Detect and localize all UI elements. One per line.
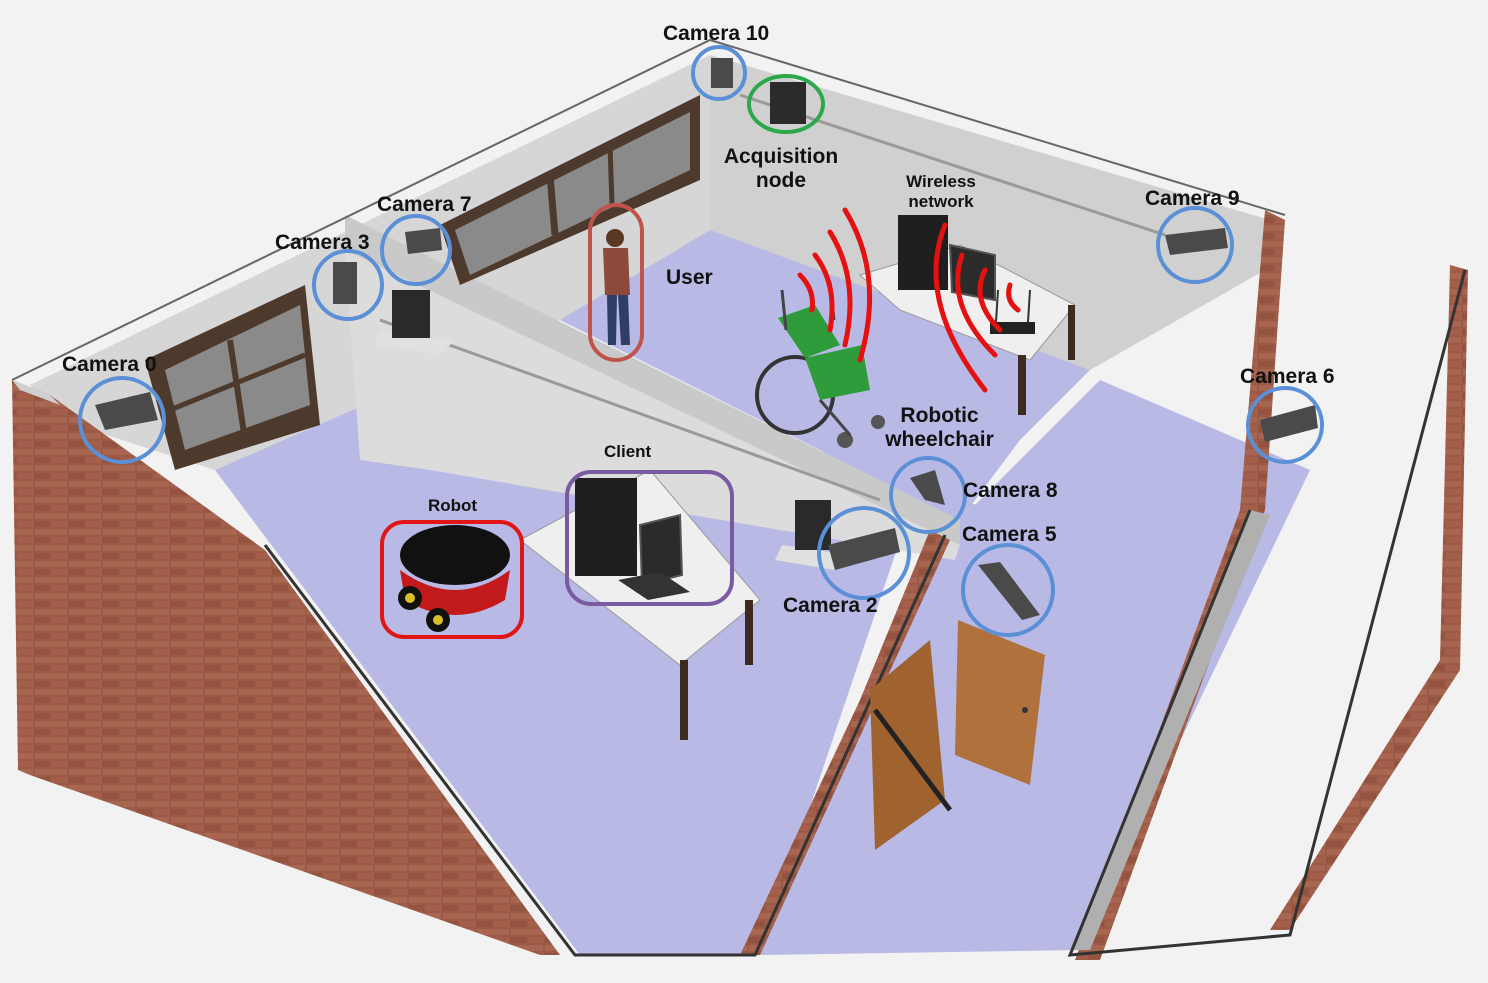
brick-wall-right xyxy=(1075,210,1285,960)
camera-0-ring xyxy=(78,376,166,464)
partition-wall xyxy=(345,215,960,545)
door-closed xyxy=(955,620,1045,785)
brick-wall-far-right xyxy=(1270,265,1468,930)
camera-9-ring xyxy=(1156,206,1234,284)
windows-back xyxy=(440,95,700,285)
wall-edge-right xyxy=(1067,269,1467,957)
camera-3-ring xyxy=(312,249,384,321)
user-figure xyxy=(603,229,630,345)
brick-wall-left-top xyxy=(12,380,60,405)
acquisition-node-ring xyxy=(747,74,825,134)
shelf-box-camera2 xyxy=(775,500,850,570)
camera-rings xyxy=(78,45,1324,637)
acquisition-node-device xyxy=(770,82,806,124)
camera-2-ring xyxy=(817,506,911,600)
wheelchair-device xyxy=(755,281,885,448)
wall-edge-front xyxy=(263,534,947,957)
wall-rail xyxy=(739,93,1166,237)
wall-rail-partition xyxy=(379,318,881,502)
camera-10-ring xyxy=(691,45,747,101)
camera-8-ring xyxy=(889,456,967,534)
wall-top-outline xyxy=(11,38,1286,381)
camera-devices xyxy=(95,58,1318,620)
wireless-waves xyxy=(797,207,1021,393)
brick-wall-front-partition xyxy=(740,530,950,955)
door-open xyxy=(870,640,952,850)
robot-device xyxy=(398,525,510,632)
shelf-box-left xyxy=(375,290,455,355)
brick-wall-left xyxy=(12,380,560,955)
camera-6-ring xyxy=(1246,386,1324,464)
robot-ring xyxy=(380,520,524,639)
right-back-wall-inner xyxy=(710,55,1270,370)
client-ring xyxy=(565,470,734,606)
camera-5-ring xyxy=(961,543,1055,637)
user-ring xyxy=(588,203,644,362)
camera-7-ring xyxy=(380,214,452,286)
windows-left xyxy=(145,285,320,470)
client-computer xyxy=(575,478,690,600)
partition-wall-face xyxy=(345,250,960,560)
brick-wall-corridor xyxy=(1070,510,1270,950)
